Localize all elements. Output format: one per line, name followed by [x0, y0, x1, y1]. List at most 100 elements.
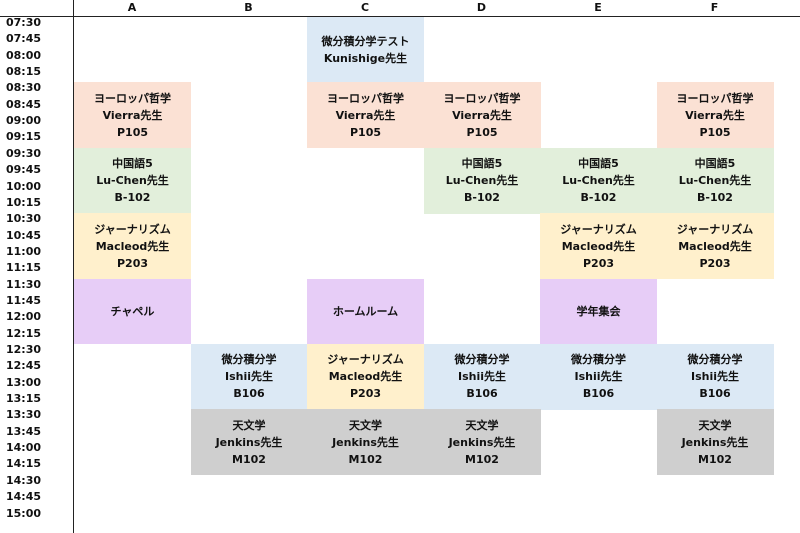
column-header-c[interactable]: C — [360, 1, 370, 14]
time-label: 11:30 — [6, 277, 42, 291]
class-title: 微分積分学テスト — [321, 34, 410, 48]
class-title: ヨーロッパ哲学 — [443, 91, 521, 105]
teacher-name: Macleod先生 — [95, 239, 170, 253]
room-number: P203 — [582, 256, 615, 270]
time-label: 13:30 — [6, 408, 42, 422]
time-label: 10:30 — [6, 212, 42, 226]
class-block-philosophy[interactable]: ヨーロッパ哲学 Vierra先生 P105 — [423, 82, 541, 149]
class-block-test[interactable]: 微分積分学テスト Kunishige先生 — [307, 17, 424, 83]
teacher-name: Jenkins先生 — [332, 435, 399, 449]
class-block-calculus[interactable]: 微分積分学 Ishii先生 B106 — [423, 344, 541, 410]
time-label: 08:15 — [6, 65, 42, 79]
class-title: 中国語5 — [578, 157, 619, 171]
class-title: 微分積分学 — [454, 353, 510, 367]
class-title: 中国語5 — [694, 157, 736, 171]
time-label: 10:45 — [6, 228, 42, 242]
class-title: 天文学 — [698, 418, 732, 432]
class-title: ジャーナリズム — [94, 222, 171, 236]
class-block-assembly[interactable]: チャペル — [74, 278, 191, 345]
room-number: P105 — [466, 125, 498, 139]
class-block-assembly[interactable]: ホームルーム — [307, 278, 424, 345]
teacher-name: Jenkins先生 — [215, 435, 283, 449]
teacher-name: Lu-Chen先生 — [96, 174, 169, 188]
time-label: 14:15 — [6, 457, 42, 471]
room-number: B106 — [466, 387, 498, 401]
class-title: 中国語5 — [461, 157, 503, 171]
class-title: ジャーナリズム — [676, 222, 754, 236]
room-number: B-102 — [114, 191, 151, 205]
column-header-d[interactable]: D — [476, 1, 487, 14]
time-label: 13:15 — [6, 392, 42, 406]
class-title: 天文学 — [232, 418, 266, 432]
class-title: ヨーロッパ哲学 — [327, 91, 404, 105]
time-label: 09:00 — [6, 114, 42, 128]
time-label: 11:45 — [6, 293, 42, 307]
column-header-e[interactable]: E — [594, 1, 602, 14]
room-number: M102 — [232, 452, 266, 466]
teacher-name: Ishii先生 — [224, 370, 273, 384]
column-header-b[interactable]: B — [244, 1, 253, 14]
time-label: 08:30 — [6, 81, 42, 95]
class-block-assembly[interactable]: 学年集会 — [540, 278, 657, 345]
room-number: M102 — [465, 452, 499, 466]
teacher-name: Vierra先生 — [452, 108, 512, 122]
room-number: M102 — [698, 452, 732, 466]
room-number: P203 — [349, 387, 382, 401]
time-label: 10:00 — [6, 179, 42, 193]
time-label: 08:00 — [6, 48, 42, 62]
time-label: 09:30 — [6, 146, 42, 160]
teacher-name: Ishii先生 — [457, 370, 506, 384]
time-label: 14:30 — [6, 473, 42, 487]
time-label: 12:00 — [6, 310, 42, 324]
class-block-journalism[interactable]: ジャーナリズム Macleod先生 P203 — [74, 213, 191, 280]
teacher-name: Lu-Chen先生 — [678, 174, 752, 188]
teacher-name: Lu-Chen先生 — [562, 174, 635, 188]
class-title: 学年集会 — [576, 305, 621, 319]
time-label: 14:00 — [6, 441, 42, 455]
time-label: 13:45 — [6, 424, 42, 438]
time-label: 13:00 — [6, 375, 42, 389]
teacher-name: Macleod先生 — [678, 239, 752, 253]
time-axis-divider — [73, 0, 74, 533]
room-number: P203 — [116, 256, 149, 270]
header-divider — [0, 16, 800, 17]
teacher-name: Vierra先生 — [685, 108, 745, 122]
time-label: 11:15 — [6, 261, 42, 275]
time-label: 11:00 — [6, 244, 42, 258]
room-number: P105 — [116, 125, 149, 139]
class-block-astronomy[interactable]: 天文学 Jenkins先生 M102 — [656, 409, 774, 476]
class-title: チャペル — [110, 305, 155, 319]
class-title: 微分積分学 — [687, 353, 743, 367]
time-label: 08:45 — [6, 97, 42, 111]
class-block-astronomy[interactable]: 天文学 Jenkins先生 M102 — [190, 409, 308, 476]
time-label: 14:45 — [6, 490, 42, 504]
class-title: ヨーロッパ哲学 — [676, 91, 754, 105]
time-label: 07:30 — [6, 16, 42, 29]
column-header-a[interactable]: A — [127, 1, 137, 14]
class-title: 天文学 — [465, 418, 499, 432]
teacher-name: Jenkins先生 — [681, 435, 749, 449]
teacher-name: Macleod先生 — [561, 239, 636, 253]
column-header-f[interactable]: F — [710, 1, 719, 14]
time-label: 12:30 — [6, 343, 42, 356]
time-label: 15:00 — [6, 506, 42, 520]
teacher-name: Kunishige先生 — [323, 51, 408, 65]
room-number: B-102 — [580, 191, 617, 205]
teacher-name: Ishii先生 — [574, 370, 623, 384]
